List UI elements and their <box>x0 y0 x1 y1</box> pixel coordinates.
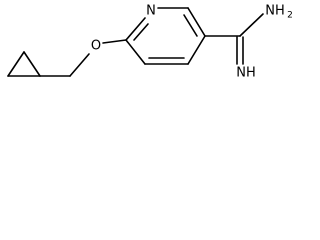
bond-ring-c6-c5 <box>187 7 206 37</box>
bond-cyclopropyl-left <box>7 51 25 77</box>
amine-subscript-label: 2 <box>287 11 293 21</box>
bond-ring-c2-n <box>125 17 146 41</box>
bond-ring-double-c6-c5 <box>183 14 198 37</box>
amine-label: NH <box>265 4 285 19</box>
ether-oxygen-label: O <box>91 39 101 54</box>
bond-ch2-oxygen <box>69 53 90 77</box>
bond-ring-c5-c4 <box>187 35 206 65</box>
bond-ring-double-c2-n <box>133 23 149 41</box>
bond-ring-c3-c2 <box>125 39 146 65</box>
bond-cyclopropyl-right <box>23 51 41 77</box>
molecule-structure: N O NH 2 NH <box>7 4 293 81</box>
imine-label: NH <box>236 66 256 81</box>
bond-amidine-nh2 <box>239 13 264 37</box>
ring-nitrogen-label: N <box>146 4 156 19</box>
structure-canvas: N O NH 2 NH <box>0 0 301 101</box>
bond-oxygen-ring <box>102 39 127 44</box>
